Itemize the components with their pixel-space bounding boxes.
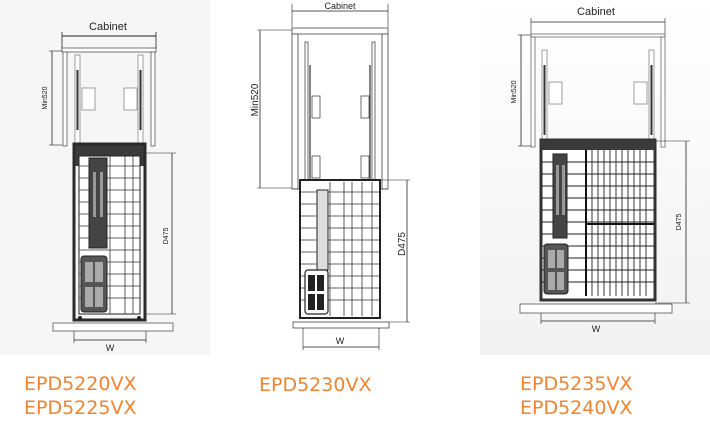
model-label: EPD5240VX bbox=[520, 397, 633, 419]
cabinet-width-label: Cabinet bbox=[89, 21, 127, 33]
width-dimension-label: W bbox=[106, 343, 115, 353]
depth-dimension-label: D475 bbox=[676, 214, 683, 231]
model-label: EPD5225VX bbox=[24, 397, 137, 419]
height-dimension-label: Min520 bbox=[511, 80, 518, 103]
model-label: EPD5235VX bbox=[520, 373, 633, 395]
cabinet-diagram-2: Cabinet Min520 bbox=[250, 1, 410, 350]
depth-dimension-label: D475 bbox=[397, 232, 408, 256]
height-dimension-label: Min520 bbox=[250, 83, 261, 116]
model-label-group-3: EPD5235VX EPD5240VX bbox=[520, 372, 632, 420]
diagram-panel-3: Cabinet Min520 bbox=[480, 0, 710, 355]
model-label-group-1: EPD5220VX EPD5225VX bbox=[24, 372, 136, 420]
depth-dimension-label: D475 bbox=[163, 228, 170, 245]
model-label: EPD5220VX bbox=[24, 373, 137, 395]
model-label-group-2: EPD5230VX bbox=[259, 373, 371, 397]
diagram-panel-1: Cabinet Min520 bbox=[0, 0, 210, 355]
width-dimension-label: W bbox=[592, 324, 601, 334]
diagram-panel-2: Cabinet Min520 bbox=[240, 0, 440, 360]
cabinet-diagram-3: Cabinet Min520 bbox=[511, 6, 690, 334]
cabinet-diagram-1: Cabinet Min520 bbox=[42, 21, 176, 353]
cabinet-width-label: Cabinet bbox=[577, 6, 615, 18]
cabinet-width-label: Cabinet bbox=[324, 1, 356, 11]
width-dimension-label: W bbox=[336, 336, 345, 346]
model-label: EPD5230VX bbox=[259, 374, 372, 396]
height-dimension-label: Min520 bbox=[42, 86, 49, 109]
